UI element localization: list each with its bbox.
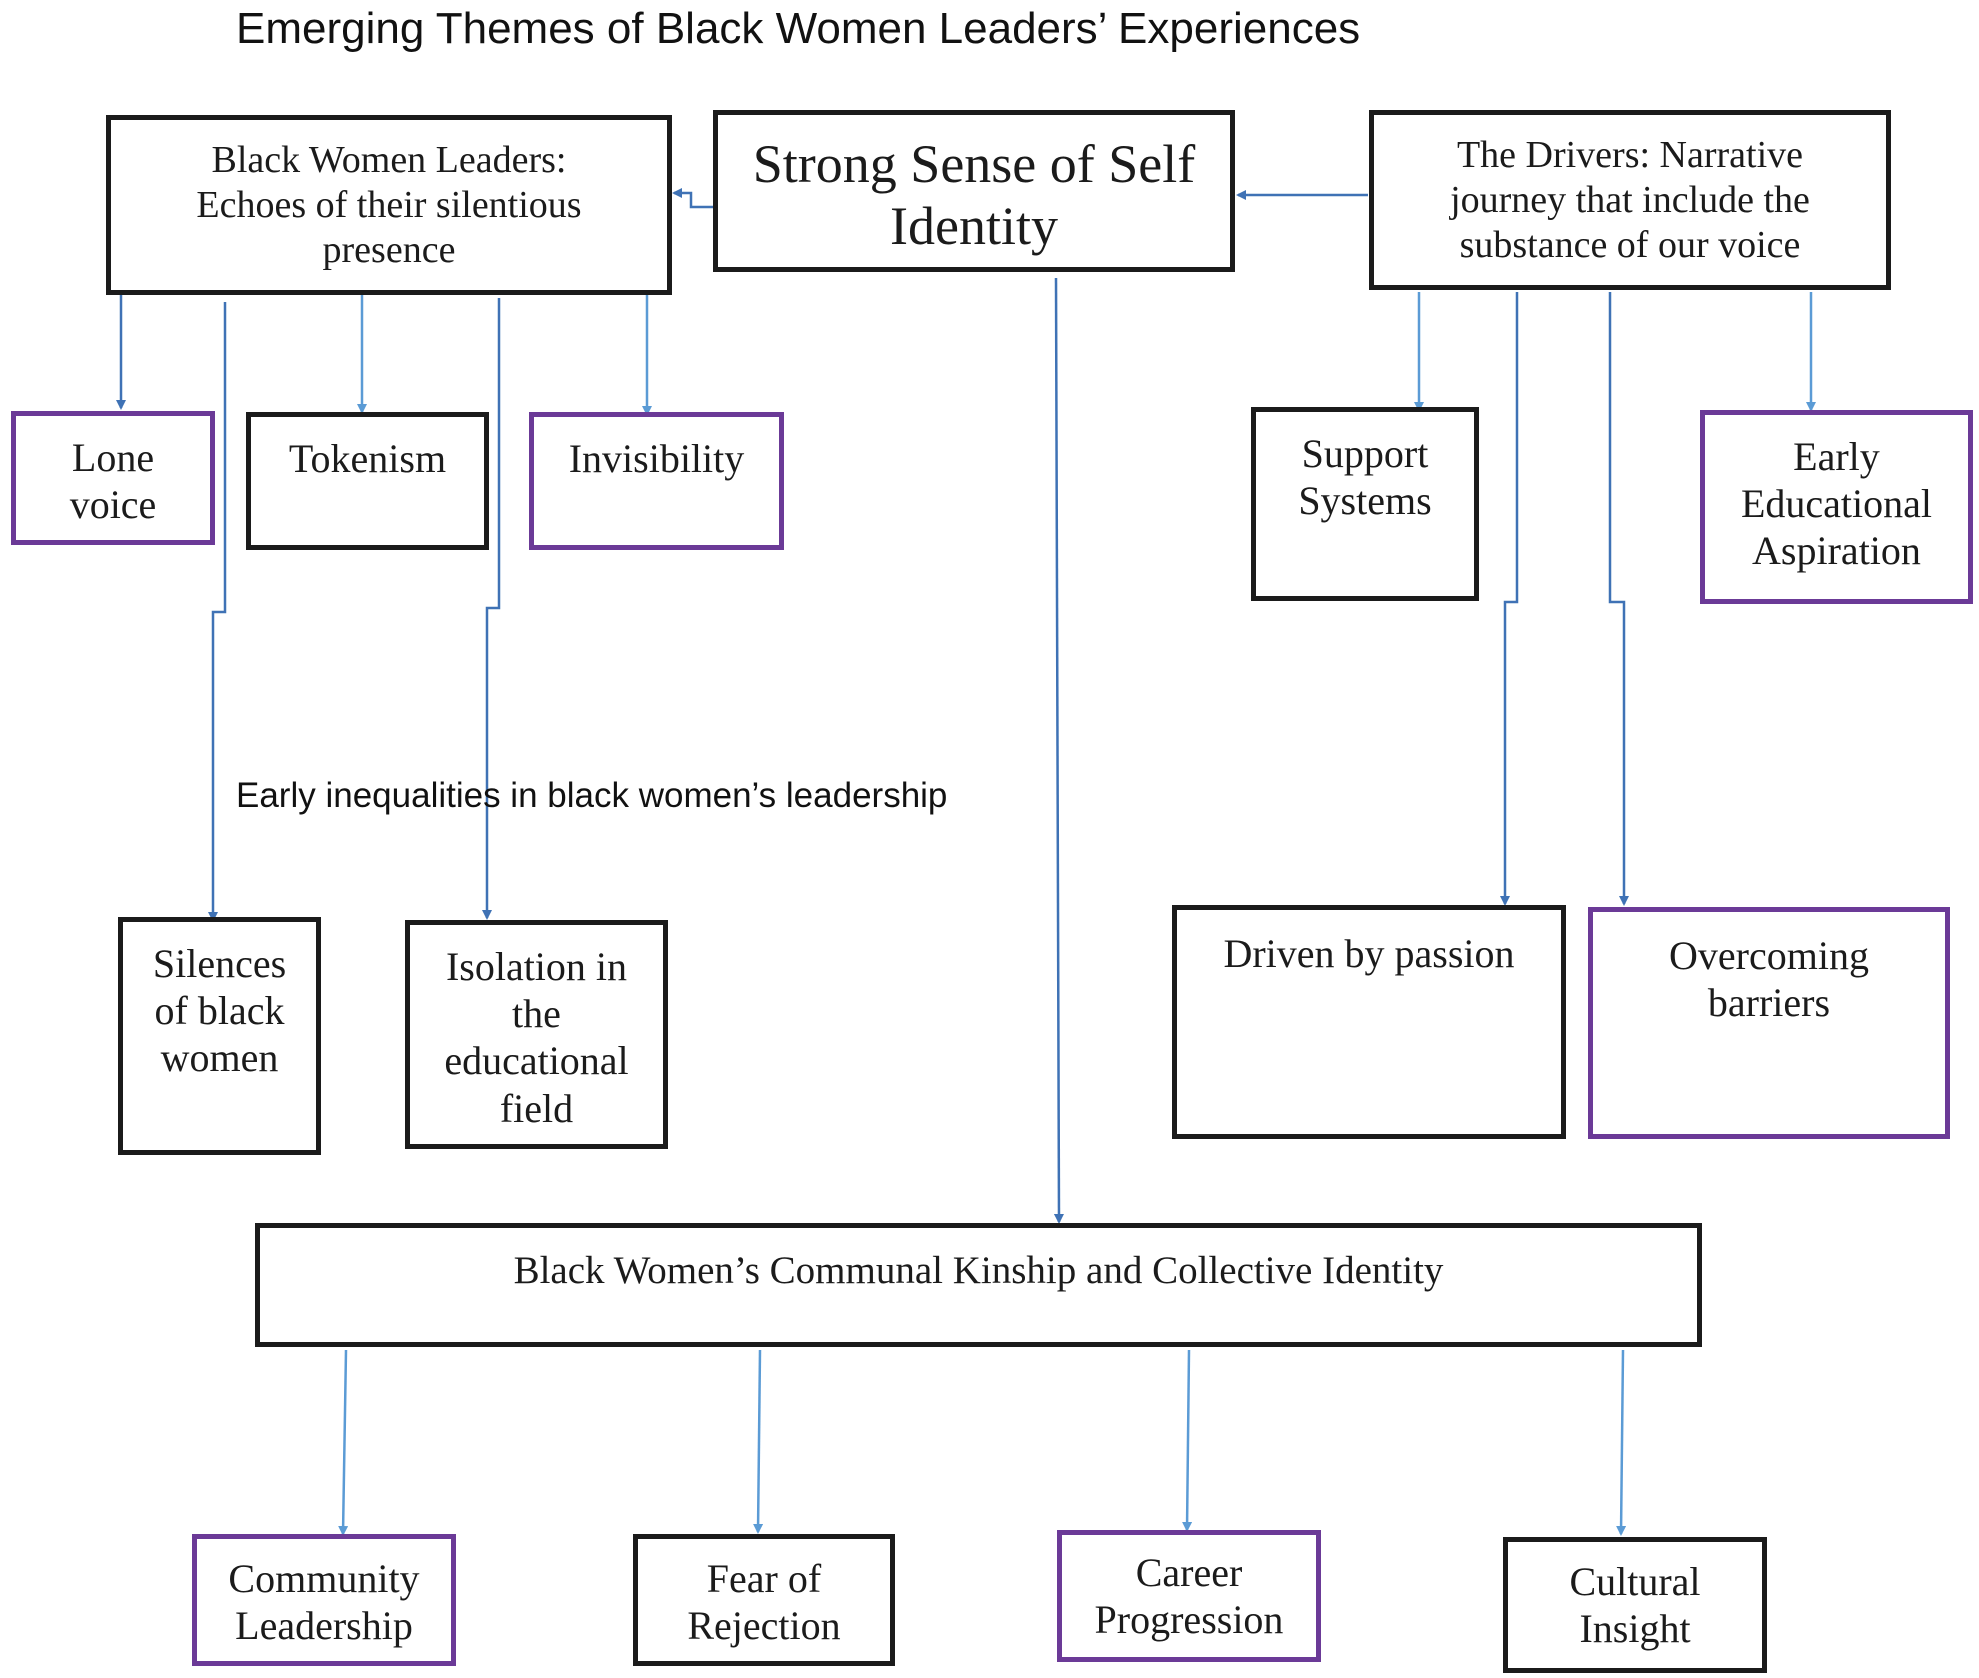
arrow-drivers-to-passion [1500,292,1519,906]
node-cultural-insight-label: Cultural Insight [1569,1559,1701,1652]
node-cultural-insight: Cultural Insight [1503,1537,1767,1673]
arrow-kinship-to-community [338,1349,349,1536]
node-tokenism-label: Tokenism [288,436,447,481]
node-invisibility-label: Invisibility [568,436,745,481]
node-invisibility: Invisibility [529,412,784,550]
node-career-progression-label: Career Progression [1094,1550,1284,1643]
node-communal-kinship: Black Women’s Communal Kinship and Colle… [255,1223,1702,1347]
node-drivers-label: The Drivers: Narrative journey that incl… [1450,134,1810,266]
node-community-leadership-label: Community Leadership [228,1556,420,1649]
diagram-title: Emerging Themes of Black Women Leaders’ … [236,4,1361,53]
node-drivers: The Drivers: Narrative journey that incl… [1369,110,1891,290]
arrow-drivers-to-overcoming [1608,292,1629,906]
node-overcoming-barriers-label: Overcoming barriers [1669,933,1869,1026]
arrow-kinship-to-cultural [1616,1349,1627,1536]
annotation-early-inequalities: Early inequalities in black women’s lead… [236,776,948,815]
arrow-echoes-to-isolation [482,298,501,920]
node-support-systems-label: Support Systems [1298,431,1432,524]
node-career-progression: Career Progression [1057,1530,1321,1662]
node-early-educational-aspiration-label: Early Educational Aspiration [1740,434,1933,574]
node-silences: Silences of black women [118,917,321,1155]
node-self-identity: Strong Sense of Self Identity [713,110,1235,272]
node-lone-voice-label: Lone voice [69,435,157,528]
node-echoes-label: Black Women Leaders: Echoes of their sil… [196,139,582,271]
node-lone-voice: Lone voice [11,411,215,545]
node-isolation-label: Isolation in the educational field [444,944,629,1131]
node-isolation: Isolation in the educational field [405,920,668,1149]
arrow-echoes-to-silences [208,302,227,922]
arrow-kinship-to-career [1182,1349,1193,1532]
node-tokenism: Tokenism [246,412,489,550]
node-overcoming-barriers: Overcoming barriers [1588,907,1950,1139]
node-driven-by-passion-label: Driven by passion [1223,931,1515,976]
arrow-kinship-to-fear [753,1349,764,1534]
node-fear-of-rejection-label: Fear of Rejection [687,1556,841,1649]
node-early-educational-aspiration: Early Educational Aspiration [1700,410,1973,604]
node-communal-kinship-label: Black Women’s Communal Kinship and Colle… [513,1249,1444,1292]
node-support-systems: Support Systems [1251,407,1479,601]
node-echoes: Black Women Leaders: Echoes of their sil… [106,115,672,295]
arrow-self-to-echoes [672,188,717,209]
node-fear-of-rejection: Fear of Rejection [633,1534,895,1666]
node-silences-label: Silences of black women [152,941,287,1081]
node-self-identity-label: Strong Sense of Self Identity [752,134,1196,257]
node-community-leadership: Community Leadership [192,1534,456,1666]
node-driven-by-passion: Driven by passion [1172,905,1566,1139]
arrow-self-to-kinship [1053,277,1064,1224]
